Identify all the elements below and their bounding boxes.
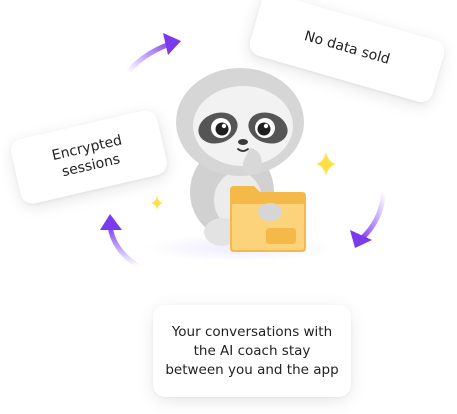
no-data-sold-label: No data sold [302,28,392,68]
sloth-paw [258,203,282,221]
curved-arrow-icon [125,33,181,75]
folder-icon [230,186,306,252]
sparkle-icon [316,152,336,176]
privacy-info-card: Your conversations with the AI coach sta… [153,305,351,397]
privacy-info-text: Your conversations with the AI coach sta… [165,323,339,378]
sparkle-icon [151,196,163,210]
curved-arrow-icon [350,189,387,248]
encrypted-sessions-label: Encrypted sessions [50,131,128,182]
curved-arrow-icon [100,214,141,269]
